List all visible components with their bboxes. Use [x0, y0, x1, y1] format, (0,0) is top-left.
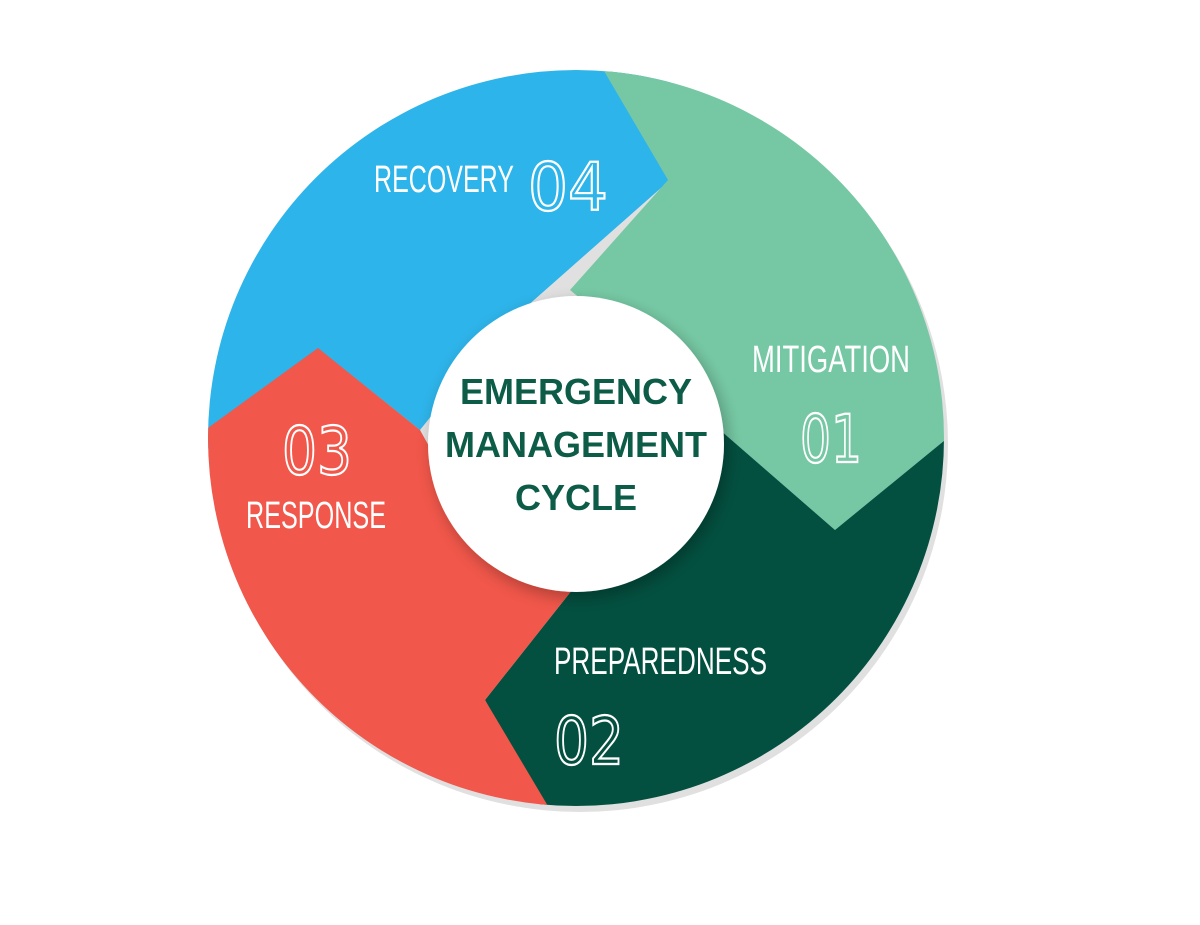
center-title-line-3: CYCLE [515, 477, 637, 518]
phase-number-mitigation: 01 [800, 401, 862, 478]
phase-label-preparedness: PREPAREDNESS [554, 641, 767, 683]
phase-number-recovery: 04 [528, 149, 608, 226]
center-title-line-1: EMERGENCY [460, 371, 692, 412]
phase-label-mitigation: MITIGATION [752, 339, 910, 381]
center-disc [428, 296, 724, 592]
phase-number-preparedness: 02 [554, 703, 624, 780]
center-title-line-2: MANAGEMENT [445, 424, 707, 465]
phase-label-response: RESPONSE [246, 495, 386, 537]
phase-label-recovery: RECOVERY [374, 159, 514, 201]
phase-number-response: 03 [282, 413, 352, 490]
